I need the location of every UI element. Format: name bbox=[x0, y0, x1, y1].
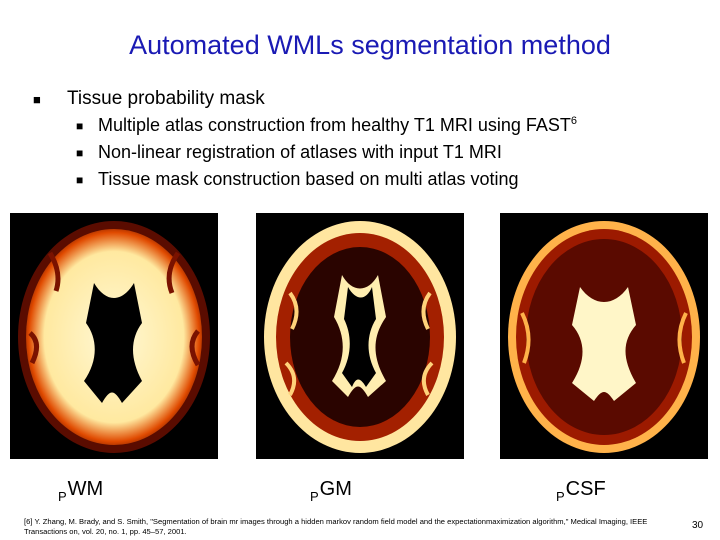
csf-label: PCSF bbox=[556, 478, 606, 504]
sub-bullet: ■ Tissue mask construction based on mult… bbox=[76, 169, 519, 190]
footnote-id: [6] bbox=[24, 517, 33, 526]
bullet-square-icon: ■ bbox=[76, 119, 84, 133]
footnote-reference: [6] Y. Zhang, M. Brady, and S. Smith, "S… bbox=[24, 517, 689, 537]
main-bullet: ■ Tissue probability mask bbox=[33, 88, 265, 110]
csf-probability-map bbox=[500, 213, 708, 459]
gm-probability-map bbox=[256, 213, 464, 459]
gm-label: PGM bbox=[310, 478, 352, 504]
sub-bullet-text: Non-linear registration of atlases with … bbox=[98, 142, 502, 162]
sub-bullet-text: Tissue mask construction based on multi … bbox=[98, 169, 519, 189]
bullet-square-icon: ■ bbox=[76, 173, 84, 187]
footnote-text: Y. Zhang, M. Brady, and S. Smith, "Segme… bbox=[24, 517, 648, 536]
sub-bullet-text: Multiple atlas construction from healthy… bbox=[98, 115, 577, 135]
wm-probability-map bbox=[10, 213, 218, 459]
sub-bullet: ■ Multiple atlas construction from healt… bbox=[76, 115, 577, 136]
reference-superscript: 6 bbox=[570, 115, 577, 127]
bullet-square-icon: ■ bbox=[33, 92, 41, 107]
bullet-square-icon: ■ bbox=[76, 146, 84, 160]
slide-title: Automated WMLs segmentation method bbox=[129, 30, 611, 60]
wm-label: PWM bbox=[58, 478, 104, 504]
main-bullet-text: Tissue probability mask bbox=[67, 88, 265, 109]
page-number: 30 bbox=[692, 520, 704, 531]
sub-bullet: ■ Non-linear registration of atlases wit… bbox=[76, 142, 502, 163]
